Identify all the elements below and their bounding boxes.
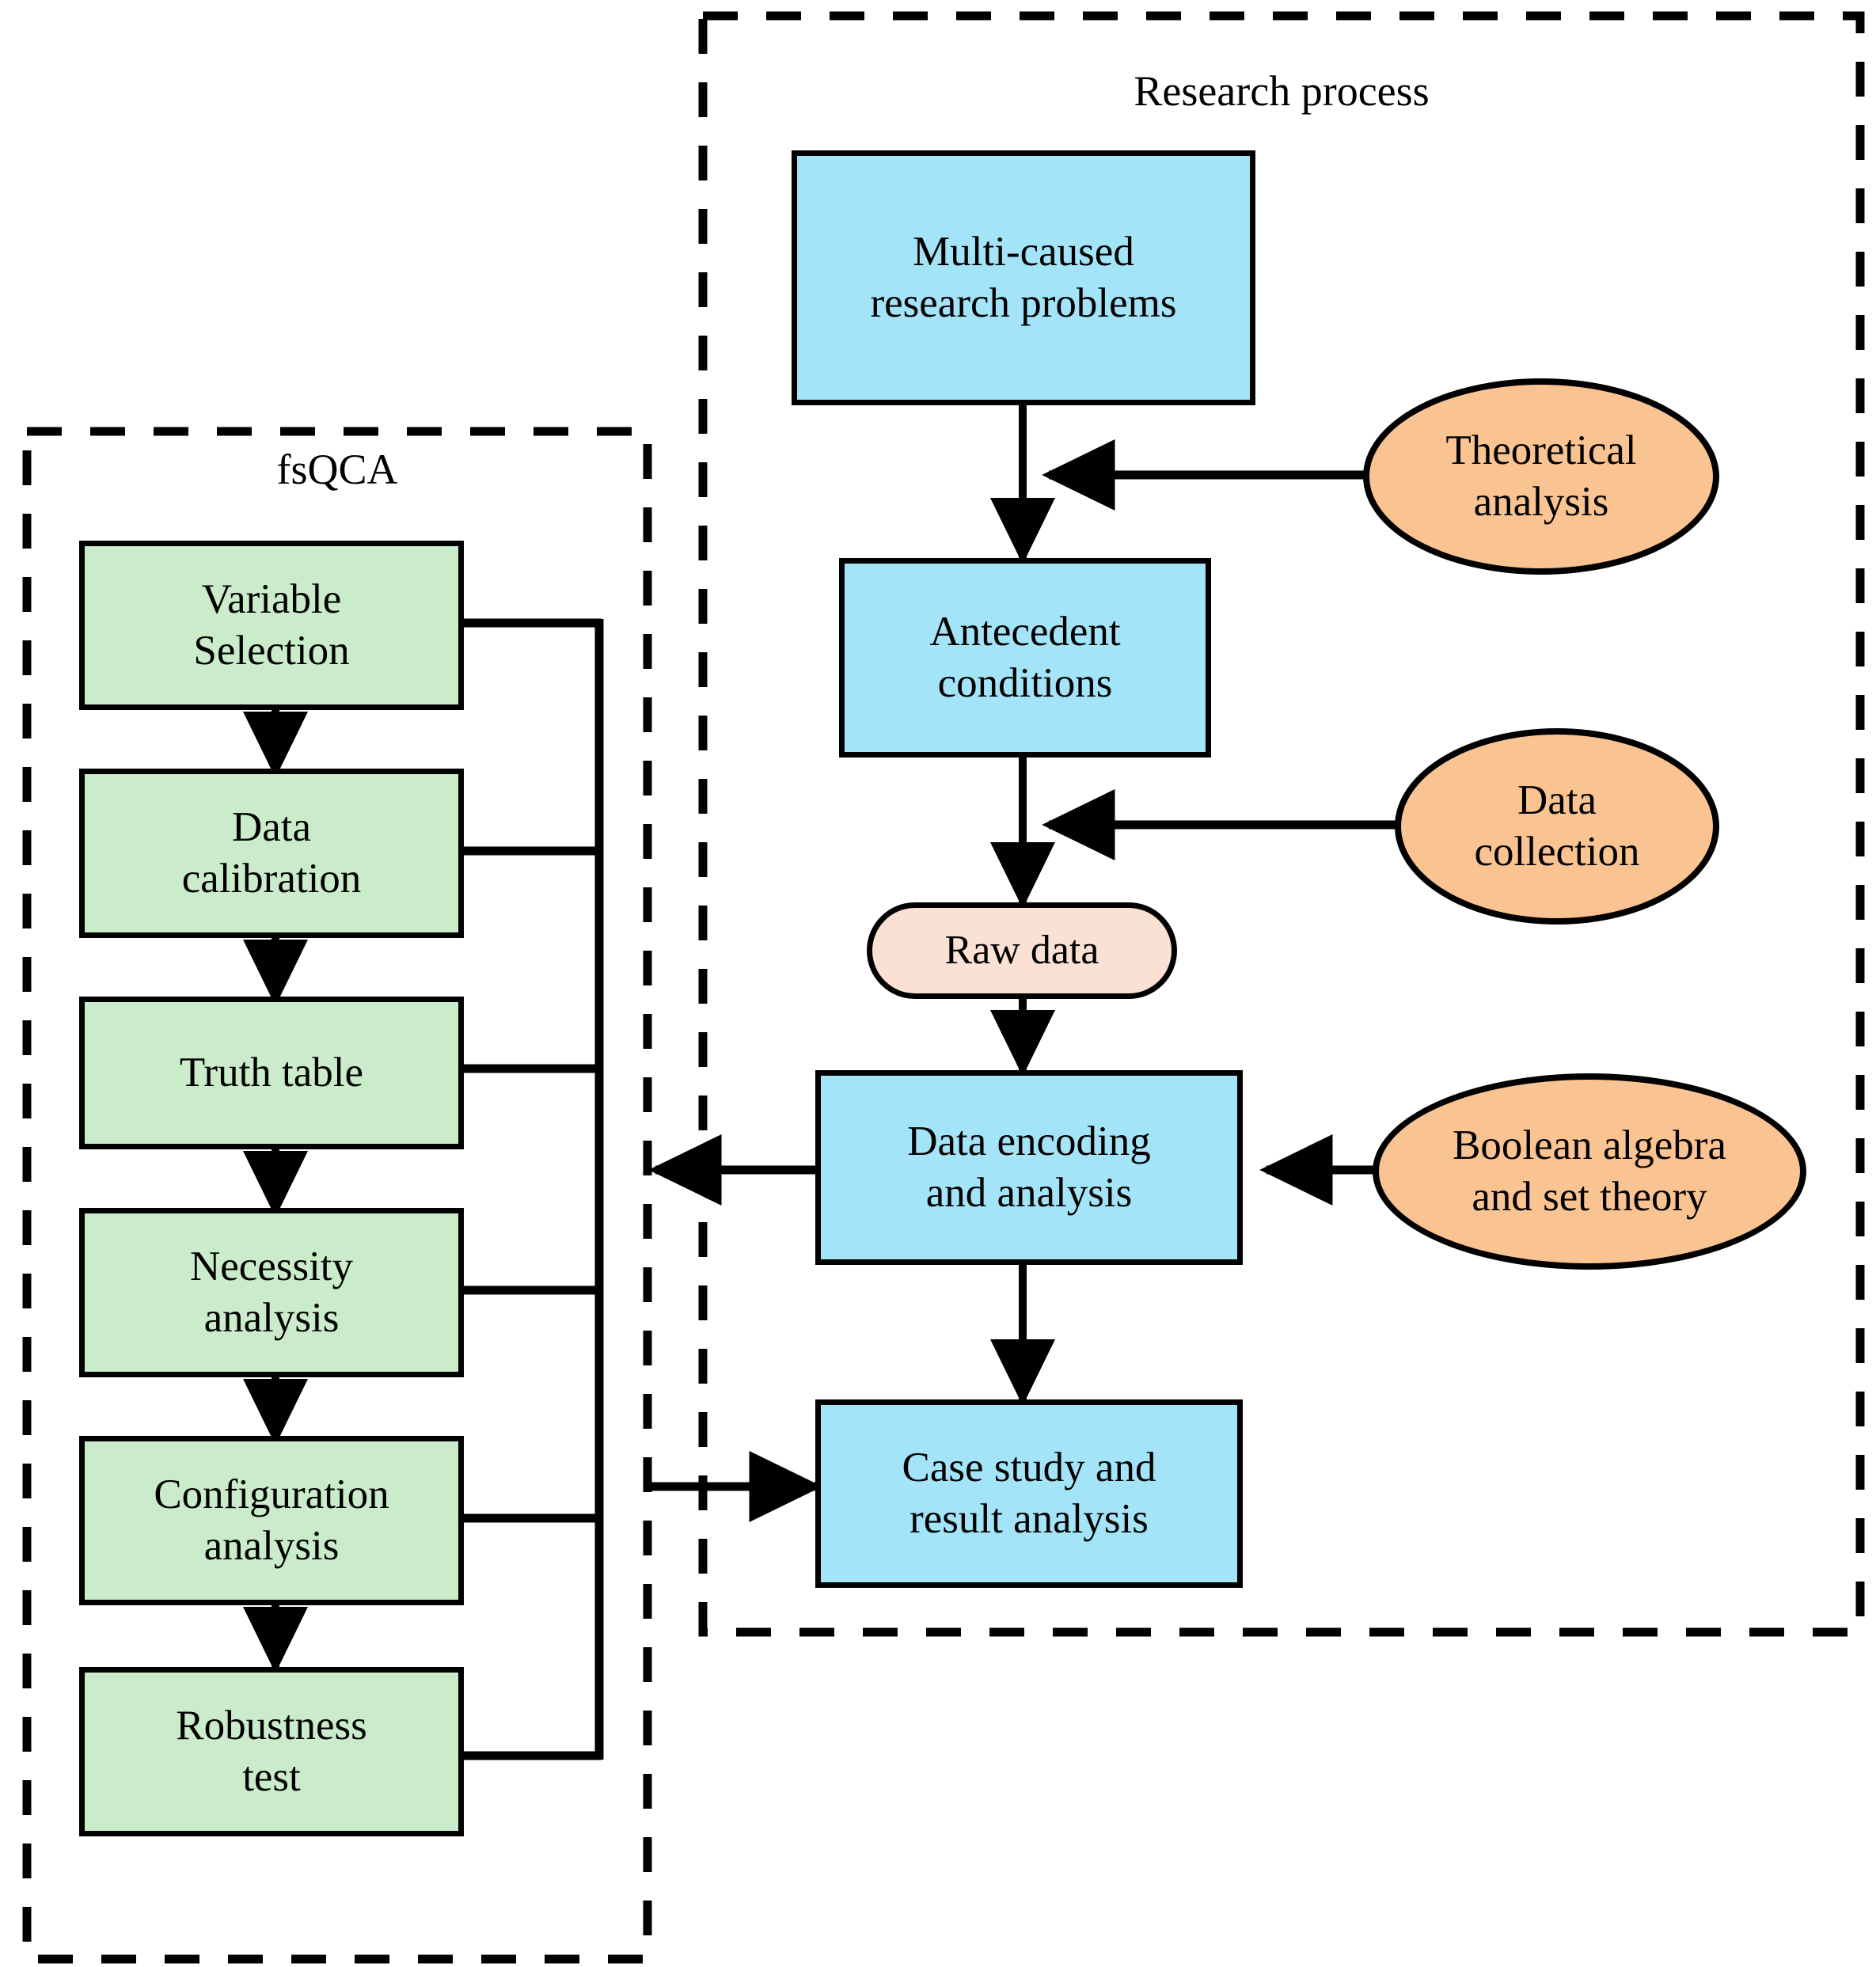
node-configuration-analysis[interactable]: Configuration analysis bbox=[79, 1436, 464, 1605]
node-truth-table-line1: Truth table bbox=[179, 1050, 364, 1096]
group-label-fsqca: fsQCA bbox=[276, 446, 398, 493]
node-boolean-algebra-line1: Boolean algebra bbox=[1453, 1122, 1726, 1169]
node-configuration-analysis-line2: analysis bbox=[203, 1523, 340, 1569]
node-data-calibration-line2: calibration bbox=[181, 856, 362, 902]
node-robustness-test[interactable]: Robustness test bbox=[79, 1667, 464, 1836]
node-necessity-analysis-line1: Necessity bbox=[189, 1244, 354, 1290]
node-theoretical-analysis-line2: analysis bbox=[1473, 479, 1609, 525]
node-raw-data-line1: Raw data bbox=[944, 928, 1099, 974]
node-case-study-line2: result analysis bbox=[910, 1496, 1149, 1542]
node-data-collection[interactable]: Data collection bbox=[1395, 728, 1719, 925]
group-label-research-process: Research process bbox=[1134, 67, 1430, 115]
node-variable-selection-line2: Selection bbox=[193, 628, 350, 674]
node-antecedent-conditions[interactable]: Antecedent conditions bbox=[839, 558, 1211, 758]
node-data-calibration-line1: Data bbox=[231, 804, 312, 851]
node-robustness-test-line2: test bbox=[242, 1754, 301, 1800]
node-theoretical-analysis-line1: Theoretical bbox=[1445, 427, 1637, 474]
node-truth-table[interactable]: Truth table bbox=[79, 997, 464, 1149]
node-antecedent-conditions-line1: Antecedent bbox=[929, 609, 1121, 655]
node-boolean-algebra-line2: and set theory bbox=[1472, 1174, 1707, 1220]
node-data-encoding-line2: and analysis bbox=[925, 1170, 1133, 1216]
group-frame-research-process bbox=[698, 11, 1865, 1637]
node-configuration-analysis-line1: Configuration bbox=[154, 1471, 389, 1518]
node-necessity-analysis[interactable]: Necessity analysis bbox=[79, 1208, 464, 1377]
node-case-study-line1: Case study and bbox=[902, 1445, 1156, 1491]
node-multi-caused-line1: Multi-caused bbox=[913, 229, 1134, 275]
node-data-encoding-line1: Data encoding bbox=[907, 1118, 1151, 1165]
node-data-collection-line1: Data bbox=[1517, 777, 1597, 824]
node-raw-data[interactable]: Raw data bbox=[867, 902, 1177, 999]
node-multi-caused-line2: research problems bbox=[870, 280, 1177, 326]
node-robustness-test-line1: Robustness bbox=[176, 1703, 367, 1749]
node-case-study-and-result-analysis[interactable]: Case study and result analysis bbox=[815, 1399, 1243, 1588]
node-data-calibration[interactable]: Data calibration bbox=[79, 769, 464, 938]
node-theoretical-analysis[interactable]: Theoretical analysis bbox=[1363, 378, 1719, 575]
node-variable-selection[interactable]: Variable Selection bbox=[79, 541, 464, 710]
node-multi-caused-research-problems[interactable]: Multi-caused research problems bbox=[792, 150, 1255, 405]
node-necessity-analysis-line2: analysis bbox=[203, 1295, 340, 1341]
node-antecedent-conditions-line2: conditions bbox=[937, 660, 1113, 706]
node-data-encoding-and-analysis[interactable]: Data encoding and analysis bbox=[815, 1070, 1243, 1265]
node-variable-selection-line1: Variable bbox=[201, 576, 342, 623]
node-data-collection-line2: collection bbox=[1474, 829, 1640, 875]
node-boolean-algebra-and-set-theory[interactable]: Boolean algebra and set theory bbox=[1373, 1073, 1806, 1270]
